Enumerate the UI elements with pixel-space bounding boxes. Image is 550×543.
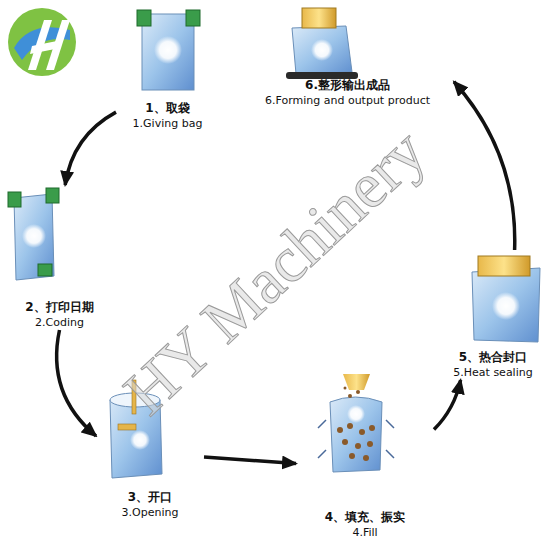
filling-bag [318, 374, 394, 472]
step-title: 5、热合封口 [439, 349, 547, 365]
company-logo [8, 8, 76, 76]
flow-arrow [434, 380, 461, 430]
step-caption: 6.整形输出成品6.Forming and output product [241, 77, 454, 108]
step-subtitle: 2.Coding [3, 315, 116, 330]
step-title: 1、取袋 [116, 100, 219, 116]
step-caption: 5、热合封口5.Heat sealing [439, 349, 547, 380]
coding-bag [8, 188, 59, 280]
step-title: 2、打印日期 [3, 299, 116, 315]
flow-arrow [454, 82, 515, 250]
process-step: 6.整形输出成品6.Forming and output product [241, 3, 454, 108]
step-subtitle: 6.Forming and output product [241, 93, 454, 108]
process-step: 2、打印日期2.Coding [3, 185, 116, 330]
step-caption: 1、取袋1.Giving bag [116, 100, 219, 131]
flow-arrow [65, 112, 116, 185]
sealing-bag [472, 256, 540, 342]
step-caption: 4、填充、振实4.Fill [296, 509, 434, 540]
step-title: 4、填充、振实 [296, 509, 434, 525]
step-title: 6.整形输出成品 [241, 77, 454, 93]
empty-bag [137, 10, 200, 90]
step-subtitle: 5.Heat sealing [439, 365, 547, 380]
flow-arrow [57, 330, 96, 436]
process-step: 5、热合封口5.Heat sealing [439, 250, 547, 380]
step-subtitle: 1.Giving bag [116, 116, 219, 131]
flow-arrow [204, 457, 296, 464]
process-step: 3、开口3.Opening [96, 380, 204, 520]
process-step: 1、取袋1.Giving bag [116, 5, 219, 131]
process-step: 4、填充、振实4.Fill [296, 370, 434, 540]
step-caption: 3、开口3.Opening [96, 489, 204, 520]
step-subtitle: 3.Opening [96, 505, 204, 520]
step-caption: 2、打印日期2.Coding [3, 299, 116, 330]
watermark: HY Machinery [110, 114, 441, 430]
step-title: 3、开口 [96, 489, 204, 505]
step-subtitle: 4.Fill [296, 525, 434, 540]
finished-bag [286, 8, 358, 79]
